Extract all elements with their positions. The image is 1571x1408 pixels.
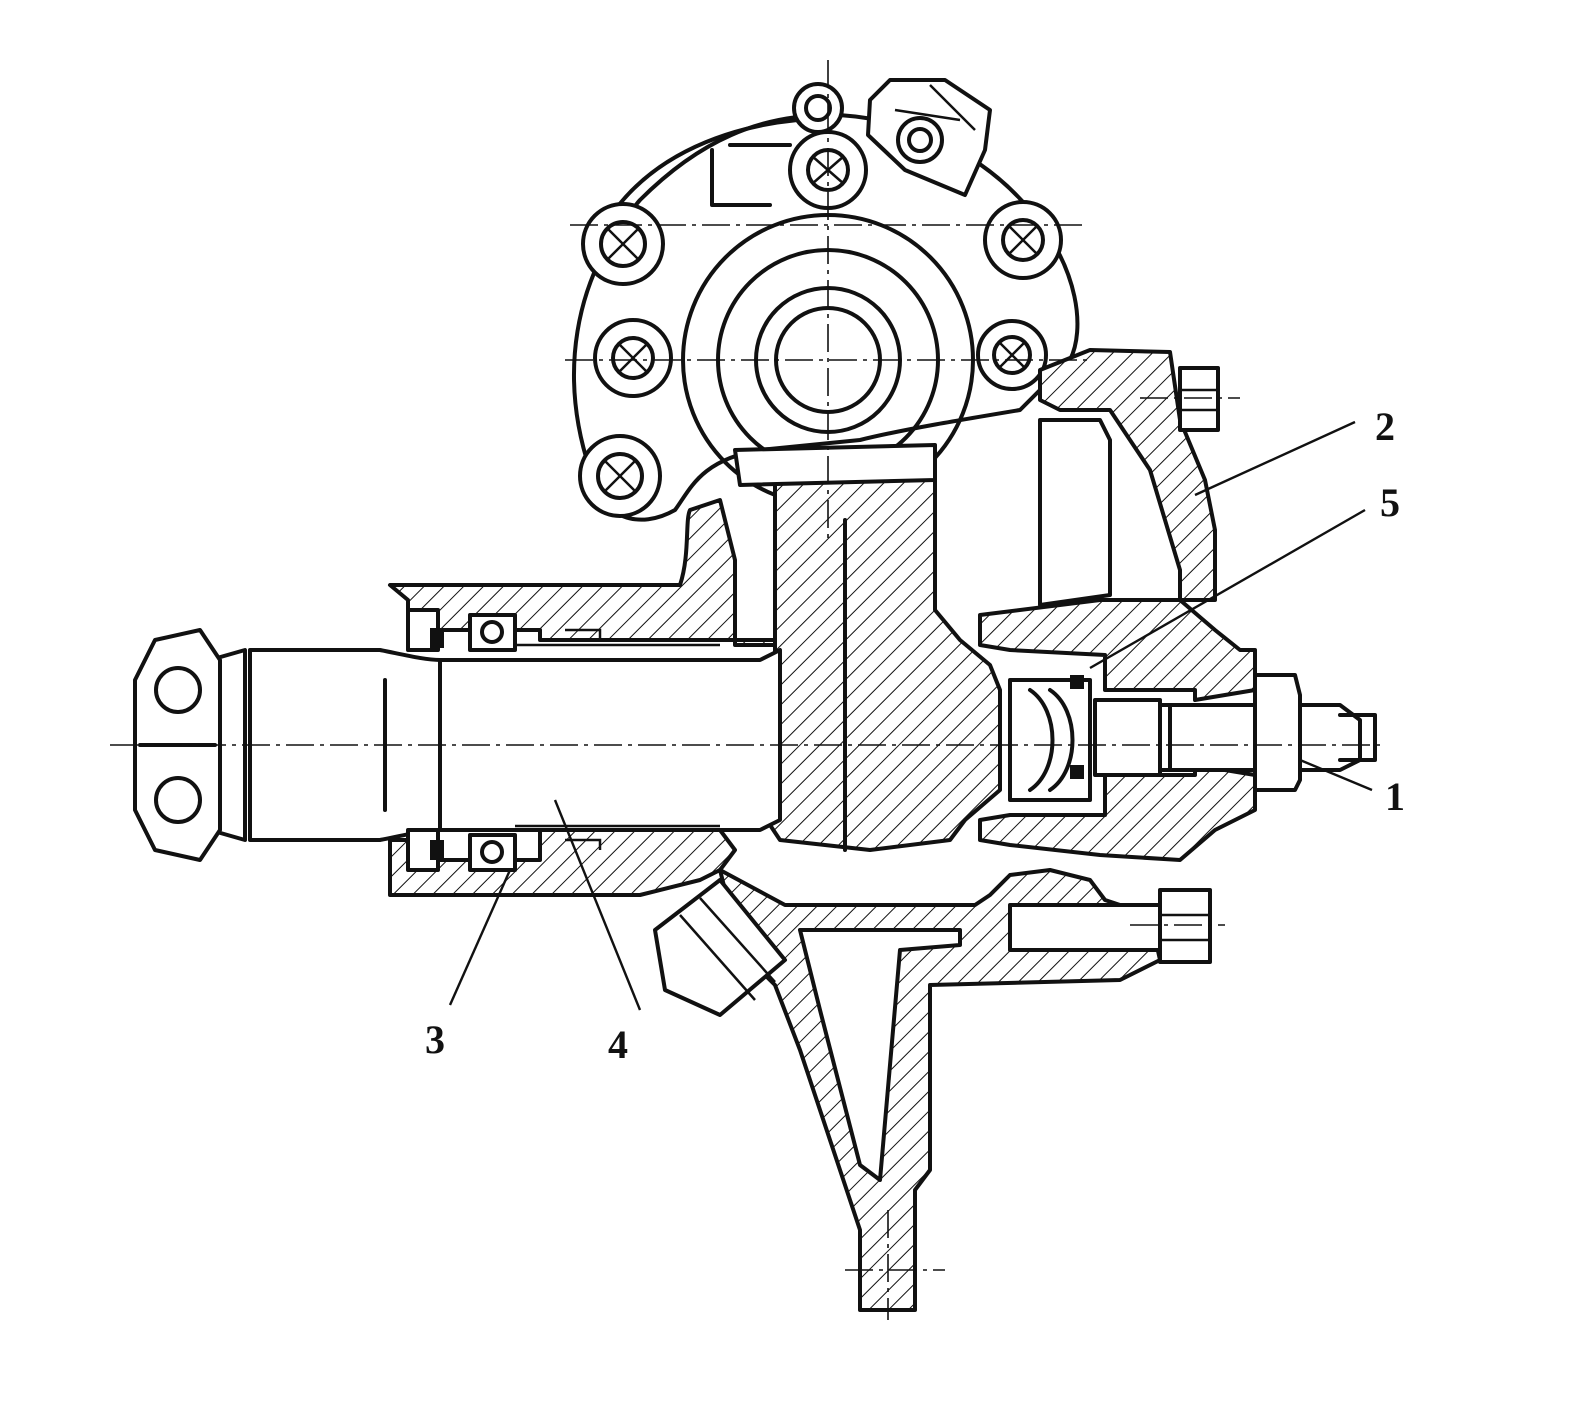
callout-3: 3 xyxy=(425,1017,445,1062)
cover-bolt-left xyxy=(593,318,673,398)
bushing xyxy=(515,628,720,850)
cover-bolt-right xyxy=(976,319,1048,391)
callout-5: 5 xyxy=(1380,480,1400,525)
sector-shaft xyxy=(733,443,1002,852)
callout-1: 1 xyxy=(1385,774,1405,819)
centre-lines xyxy=(110,60,1385,1320)
adjusting-plug xyxy=(866,78,992,197)
upper-right-bolt xyxy=(1178,366,1220,432)
oil-filler-plug xyxy=(653,878,787,1017)
gearbox-housing xyxy=(388,348,1257,1312)
leader-lines xyxy=(448,420,1373,1011)
leader-2 xyxy=(1194,420,1356,497)
leader-1 xyxy=(1299,758,1373,792)
adjusting-screw xyxy=(1093,673,1377,792)
cover-bolt-upper-right xyxy=(983,200,1063,280)
right-bearing xyxy=(1008,675,1092,802)
lower-right-bolt xyxy=(1008,888,1212,964)
leader-5 xyxy=(1089,508,1366,670)
cover-bolt-lower-left xyxy=(578,434,662,518)
left-seal-bearing xyxy=(406,608,517,872)
leader-3 xyxy=(448,869,512,1006)
callout-4: 4 xyxy=(608,1022,628,1067)
leader-4 xyxy=(553,799,642,1011)
cover-bolt-top-small xyxy=(792,82,844,134)
cover-bolt-upper-left xyxy=(581,202,665,286)
callout-2: 2 xyxy=(1375,404,1395,449)
